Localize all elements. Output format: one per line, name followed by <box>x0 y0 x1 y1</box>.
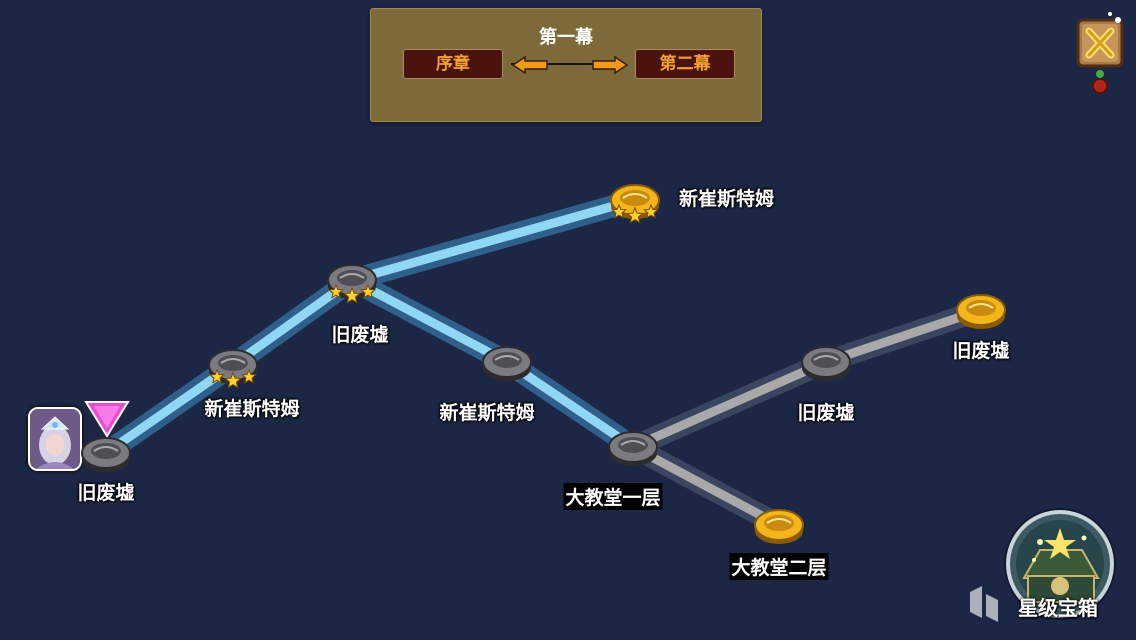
path-segment-cleared <box>502 357 638 452</box>
stage-node-4[interactable] <box>609 178 661 224</box>
next-chapter-button[interactable]: 第二幕 <box>635 49 735 79</box>
close-icon <box>1076 12 1124 94</box>
stage-node-label: 旧废墟 <box>952 340 1010 362</box>
act-header-panel: 第一幕 序章 第二幕 <box>370 8 762 122</box>
close-button[interactable] <box>1072 8 1128 96</box>
stage-node-label: 大教堂二层 <box>729 553 829 580</box>
stage-node-3[interactable] <box>326 258 378 304</box>
current-stage-marker-icon <box>84 401 130 438</box>
gold-pedestal-icon <box>754 509 804 544</box>
right-arrow-icon[interactable] <box>589 55 629 75</box>
stage-node-label: 旧废墟 <box>797 402 855 424</box>
path-segment-cleared <box>347 275 512 367</box>
stage-node-5[interactable] <box>481 340 533 381</box>
stage-node-1[interactable] <box>80 431 132 472</box>
stage-node-2[interactable] <box>207 343 259 389</box>
stage-node-9[interactable] <box>753 503 805 544</box>
stage-node-8[interactable] <box>955 288 1007 329</box>
stone-pedestal-icon <box>81 437 131 472</box>
watermark-logo-icon <box>970 586 998 622</box>
stone-pedestal-icon <box>482 346 532 381</box>
hero-portrait-icon <box>30 409 80 469</box>
stone-pedestal-icon <box>801 346 851 381</box>
stage-node-label: 新崔斯特姆 <box>679 188 775 210</box>
treasure-chest-icon <box>1004 508 1116 620</box>
star-reward-chest-label: 星级宝箱 <box>1018 596 1098 620</box>
left-arrow-icon[interactable] <box>511 55 551 75</box>
path-segment-locked <box>821 305 986 367</box>
stage-node-label: 旧废墟 <box>77 482 135 504</box>
hero-avatar[interactable] <box>28 407 82 471</box>
three-star-pedestal-icon <box>327 264 377 304</box>
gold-pedestal-icon <box>956 294 1006 329</box>
path-segment-cleared <box>101 360 238 458</box>
path-segment-cleared <box>228 275 357 370</box>
path-segment-locked <box>628 442 784 530</box>
path-segment-cleared <box>347 195 640 285</box>
stage-node-label: 新崔斯特姆 <box>439 402 535 424</box>
stage-node-label: 旧废墟 <box>331 324 389 346</box>
path-segment-locked <box>628 357 831 452</box>
act-title: 第一幕 <box>539 27 593 48</box>
stage-node-label: 新崔斯特姆 <box>204 398 300 420</box>
stage-node-6[interactable] <box>607 425 659 466</box>
chapter-connector-line <box>511 63 621 65</box>
stone-pedestal-icon <box>608 431 658 466</box>
three-star-pedestal-icon <box>208 349 258 389</box>
prev-chapter-button[interactable]: 序章 <box>403 49 503 79</box>
star-reward-chest-button[interactable] <box>1000 506 1120 626</box>
stage-node-label: 大教堂一层 <box>563 483 663 510</box>
three-star-pedestal-icon <box>610 184 660 224</box>
stage-node-7[interactable] <box>800 340 852 381</box>
